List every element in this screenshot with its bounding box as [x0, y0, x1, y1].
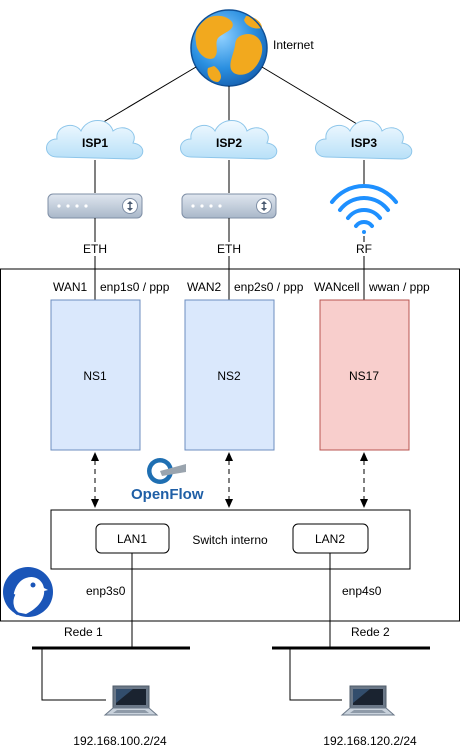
isp3-label: ISP3: [351, 136, 377, 150]
isp2-link-label: ETH: [217, 242, 241, 256]
isp1-label: ISP1: [82, 136, 108, 150]
wan2-iface: enp2s0 / ppp: [234, 280, 304, 294]
modem-icon: [181, 193, 277, 219]
internet-links: [94, 66, 363, 128]
wan1-name: WAN1: [53, 280, 88, 294]
lan1-iface: enp3s0: [86, 584, 126, 598]
lan2-label: LAN2: [315, 532, 345, 546]
wan2-name: WAN2: [187, 280, 222, 294]
penguin-icon: [3, 567, 53, 617]
lan2-iface: enp4s0: [342, 584, 382, 598]
wancell-iface: wwan / ppp: [368, 280, 430, 294]
ns1-box[interactable]: [50, 299, 141, 451]
ns2-box[interactable]: [184, 299, 275, 451]
ns1-label: NS1: [83, 369, 107, 383]
isp3-cloud: ISP3: [315, 120, 413, 160]
isp1-cloud: ISP1: [46, 120, 144, 160]
lan1-label: LAN1: [117, 532, 147, 546]
laptop-icon[interactable]: [104, 685, 158, 716]
arrowheads: [91, 452, 368, 508]
modem-icon: [47, 193, 143, 219]
rede1-label: Rede 1: [64, 625, 103, 639]
ns17-label: NS17: [349, 369, 379, 383]
lan-links: [131, 553, 331, 648]
host1-ip: 192.168.100.2/24: [73, 734, 167, 748]
rede2-label: Rede 2: [351, 625, 390, 639]
internet-label: Internet: [273, 38, 314, 52]
wancell-name: WANcell: [314, 280, 360, 294]
isp2-cloud: ISP2: [180, 120, 278, 160]
laptop-icon[interactable]: [341, 685, 395, 716]
globe-icon: [190, 9, 268, 87]
host2-ip: 192.168.120.2/24: [323, 734, 417, 748]
switch-label: Switch interno: [192, 533, 268, 547]
openflow-icon: OpenFlow: [131, 458, 204, 503]
wan1-iface: enp1s0 / ppp: [100, 280, 170, 294]
isp2-label: ISP2: [216, 136, 242, 150]
ns2-label: NS2: [217, 369, 241, 383]
ns17-box[interactable]: [319, 299, 410, 451]
openflow-label: OpenFlow: [131, 486, 204, 503]
isp-device-links: [94, 160, 365, 193]
router-box: [0, 268, 460, 622]
openflow-links: [94, 460, 365, 500]
isp1-link-label: ETH: [83, 242, 107, 256]
host-links: [41, 648, 342, 701]
isp3-link-label: RF: [356, 242, 372, 256]
wifi-icon: [330, 184, 398, 234]
